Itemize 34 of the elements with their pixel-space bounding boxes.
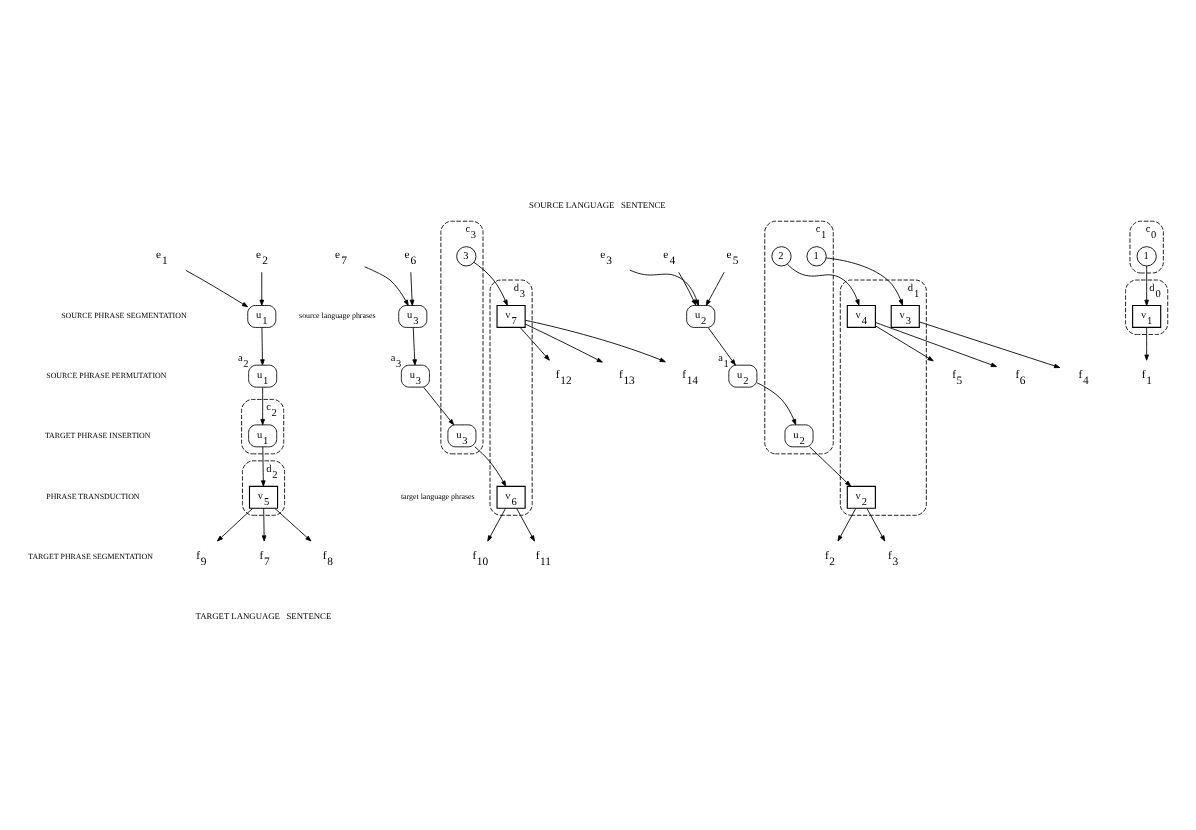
- arrow: [825, 257, 903, 306]
- arrow: [412, 327, 417, 366]
- arrow: [423, 386, 455, 426]
- arrow: [809, 446, 851, 487]
- arrow: [474, 446, 507, 487]
- arrow: [705, 271, 725, 306]
- arrow: [786, 263, 860, 306]
- arrow: [516, 508, 535, 542]
- arrow: [919, 321, 1061, 369]
- arrow: [837, 508, 857, 542]
- arrow: [707, 327, 736, 366]
- arrow: [678, 271, 697, 306]
- arrow: [261, 508, 267, 542]
- arrow: [756, 382, 797, 426]
- arrow: [1144, 265, 1149, 306]
- arrow: [409, 271, 415, 306]
- arrow: [629, 269, 699, 306]
- arrow: [473, 261, 508, 306]
- arrow: [487, 508, 506, 542]
- arrow: [216, 508, 253, 542]
- arrow: [274, 508, 312, 542]
- arrow: [524, 319, 666, 363]
- arrow: [260, 327, 265, 366]
- arrow: [1144, 327, 1149, 361]
- arrow: [524, 323, 603, 363]
- arrow: [875, 322, 997, 368]
- arrow: [185, 269, 249, 308]
- arrow: [866, 508, 886, 542]
- arrow: [875, 325, 934, 362]
- arrow: [364, 266, 409, 306]
- arrow: [519, 327, 550, 361]
- arrow: [259, 271, 265, 306]
- arrow: [260, 386, 265, 426]
- arrow: [261, 446, 266, 487]
